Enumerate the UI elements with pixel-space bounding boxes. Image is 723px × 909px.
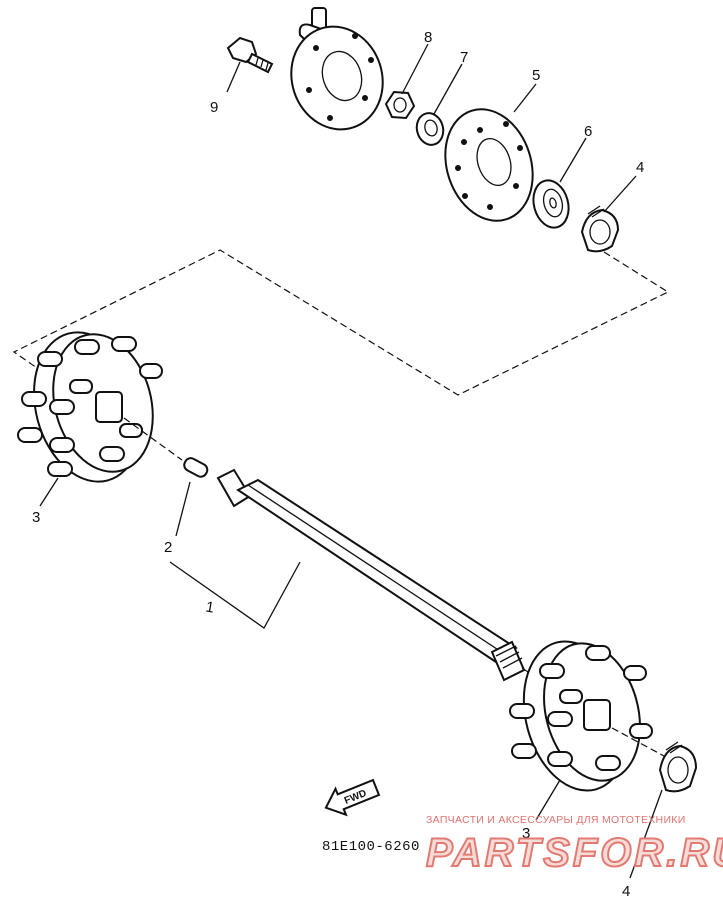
flange-plate [444,108,534,222]
callout-8: 8 [424,29,432,46]
pin [183,457,209,478]
axis-guide-left [123,417,183,461]
drive-shaft [216,468,526,682]
sprocket-right [509,640,653,792]
callout-2: 2 [164,539,172,556]
callout-5: 5 [532,67,540,84]
assembly-guide-line [12,249,670,396]
callout-9: 9 [210,99,218,116]
diagram-code: 81E100-6260 [322,839,420,855]
bearing [532,179,570,229]
callout-3-right: 3 [522,825,530,842]
clamp-upper [580,205,620,253]
nut [384,90,416,120]
bolt [226,36,274,74]
callout-1: 1 [204,598,215,616]
watermark-tagline: ЗАПЧАСТИ И АКСЕССУАРЫ ДЛЯ МОТОТЕХНИКИ [426,814,686,826]
callout-4-upper: 4 [636,159,644,176]
callout-3-left: 3 [32,509,40,526]
washer [415,112,445,146]
sprocket-left [17,331,163,483]
forward-direction-arrow: FWD [324,778,381,817]
watermark-logo: PARTSFOR.RU [426,831,723,875]
callout-4-lower: 4 [622,883,630,900]
clamp-lower [658,741,698,793]
leader-lines [39,43,663,879]
flange-hub [290,7,384,131]
callout-7: 7 [460,49,468,66]
axis-guide-clamp [611,727,665,757]
callout-6: 6 [584,123,592,140]
